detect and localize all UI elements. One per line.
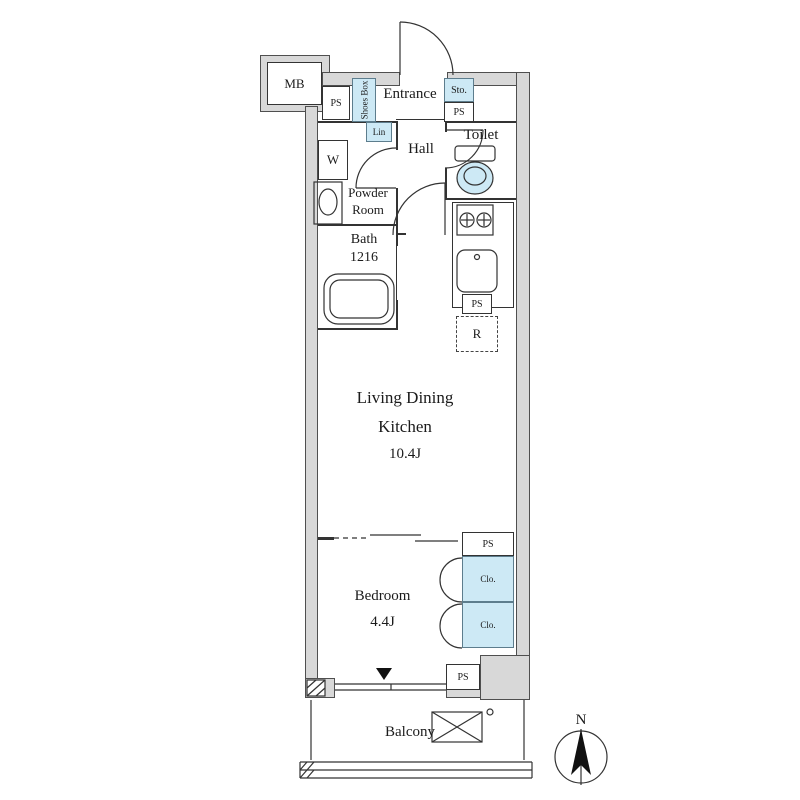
partition-entrance-powder [318,121,396,123]
vanity-sink-icon [318,188,338,216]
ldk-size-label: 10.4J [388,446,422,462]
meter-box: MB [267,62,322,105]
pipe-space-label: PS [482,538,494,550]
north-arrow-icon [571,729,591,775]
partition-toilet-bottom [445,198,516,200]
toilet-door-swing [444,129,484,169]
powder-room-label: Powder Room [348,185,388,217]
bedroom-size-label: 4.4J [370,614,395,630]
pillar-hatch-line [315,687,326,697]
partition-hall-left-upper [396,121,398,150]
north-label: N [575,712,587,728]
stove-burner-icon [459,212,475,228]
entrance-label: Entrance [383,86,437,102]
toilet-tank-icon [454,145,496,162]
pipe-space-label: PS [471,298,483,310]
bathtub-inner-icon [329,279,389,319]
washer-label: W [326,152,340,167]
ldk-label-line1: Living Dining [356,388,454,407]
toilet-label: Toilet [463,127,499,143]
partition-ldk-bedroom [318,537,334,540]
pipe-space-closet: PS [462,532,514,556]
pipe-space-kitchen: PS [462,294,492,314]
closet-door-swing [439,557,463,581]
hall-label: Hall [408,141,434,157]
balcony-label: Balcony [385,724,435,740]
pillar-hatch-line [306,679,326,697]
pipe-space-entrance: PS [322,86,350,120]
ldk-label-line2: Kitchen [378,417,432,436]
pipe-space-label: PS [453,106,465,118]
closet-top: Clo. [462,556,514,602]
storage-label: Sto. [451,84,467,96]
closet-bottom: Clo. [462,602,514,648]
stove-burner-icon [476,212,492,228]
entrance-door-swing [399,21,454,76]
balcony-edge-hatch [299,761,308,771]
partition-hall-left-lower [396,188,398,235]
bath-size: 1216 [350,250,378,266]
partition-hall-bottom-stub [396,233,406,235]
powder-door-swing [355,147,397,189]
bedroom-label: Bedroom [354,588,411,604]
partition-hall-right-lower [445,168,447,200]
partition-bath-top [318,224,398,226]
partition-bath-right-upper [396,224,398,246]
partition-hall-right-upper [445,121,447,132]
vanity-counter-icon [313,181,343,225]
balcony-access-marker [376,668,392,680]
pipe-space-label: PS [457,671,469,683]
pipe-space-bottom: PS [446,664,480,690]
entrance-step-line [396,119,445,120]
bath-name: Bath [350,232,378,247]
meter-box-label: MB [284,75,305,91]
refrigerator-label: R [472,326,482,341]
toilet-bowl-inner-icon [463,166,487,186]
stove-icon [456,204,494,236]
pipe-space-sto: PS [444,102,474,122]
bathtub-icon [323,273,395,325]
partition-bath-right-lower [396,300,398,330]
closet-door-swing [439,625,463,649]
closet-label: Clo. [480,574,496,584]
washer-space: W [318,140,348,180]
bath-door-line [396,246,397,300]
closet-door-swing [439,603,463,627]
pillar-hatch-line [306,679,317,689]
balcony-equipment-cross [431,711,483,743]
partition-bath-bottom [318,328,398,330]
pipe-space-label: PS [330,97,342,109]
wall-bottom-right-block [480,655,530,700]
shoes-box: Shoes Box [352,78,376,122]
balcony-edge-hatch [306,769,315,779]
linen-label: Lin [372,127,386,137]
balcony-drain-icon [486,708,494,716]
closet-door-swing [439,579,463,603]
linen-box: Lin [366,122,392,142]
partition-toilet-top [445,121,516,123]
balcony-edge-hatch [299,761,315,779]
bath-label: Bath 1216 [334,231,394,267]
closet-label: Clo. [480,620,496,630]
refrigerator-space: R [456,316,498,352]
storage-box: Sto. [444,78,474,102]
kitchen-sink-icon [456,249,498,293]
hall-door-swing [392,182,446,236]
faucet-icon [473,253,481,261]
